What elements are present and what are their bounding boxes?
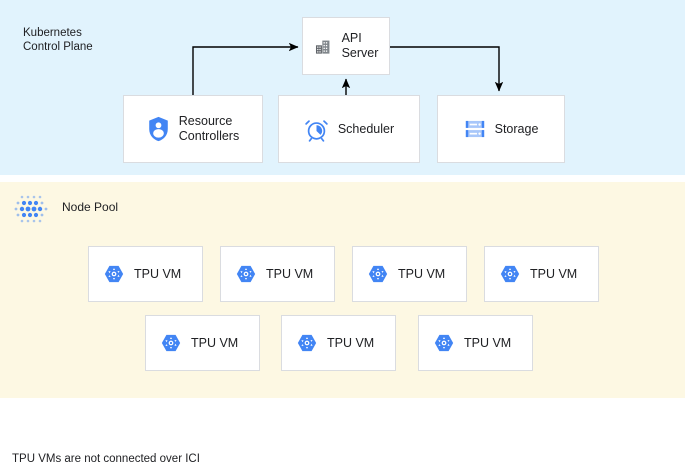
- tpu-vm-card[interactable]: TPU VM: [88, 246, 203, 302]
- diagram-caption: TPU VMs are not connected over ICI: [12, 453, 200, 465]
- tpu-vm-card[interactable]: TPU VM: [220, 246, 335, 302]
- tpu-hexagon-icon: [297, 334, 317, 352]
- storage-label: Storage: [494, 121, 539, 136]
- tpu-vm-card[interactable]: TPU VM: [418, 315, 533, 371]
- tpu-vm-label: TPU VM: [191, 336, 239, 350]
- tpu-hexagon-icon: [434, 334, 454, 352]
- tpu-hexagon-icon: [500, 265, 520, 283]
- tpu-vm-label: TPU VM: [530, 267, 578, 281]
- building-icon: [315, 40, 330, 54]
- node-scheduler[interactable]: Scheduler: [278, 95, 420, 163]
- dot-grid-icon: [14, 195, 48, 223]
- node-pool-label: Node Pool: [62, 200, 119, 214]
- tpu-vm-label: TPU VM: [327, 336, 375, 350]
- shield-user-icon: [148, 116, 168, 142]
- tpu-vm-label: TPU VM: [266, 267, 314, 281]
- tpu-vm-label: TPU VM: [398, 267, 446, 281]
- tpu-vm-card[interactable]: TPU VM: [281, 315, 396, 371]
- scheduler-label: Scheduler: [337, 121, 395, 136]
- tpu-vm-card[interactable]: TPU VM: [484, 246, 599, 302]
- tpu-hexagon-icon: [368, 265, 388, 283]
- control-plane-label: Kubernetes Control Plane: [23, 27, 93, 53]
- tpu-hexagon-icon: [236, 265, 256, 283]
- node-resource-controllers[interactable]: Resource Controllers: [123, 95, 263, 163]
- tpu-vm-card[interactable]: TPU VM: [145, 315, 260, 371]
- tpu-hexagon-icon: [161, 334, 181, 352]
- resource-controllers-label: Resource Controllers: [178, 114, 240, 143]
- tpu-hexagon-icon: [104, 265, 124, 283]
- tpu-vm-card[interactable]: TPU VM: [352, 246, 467, 302]
- api-server-label: API Server: [341, 31, 379, 60]
- server-rack-icon: [465, 120, 484, 138]
- tpu-vm-label: TPU VM: [134, 267, 182, 281]
- node-api-server[interactable]: API Server: [302, 17, 390, 75]
- tpu-vm-label: TPU VM: [464, 336, 512, 350]
- alarm-clock-icon: [305, 119, 328, 142]
- node-storage[interactable]: Storage: [437, 95, 565, 163]
